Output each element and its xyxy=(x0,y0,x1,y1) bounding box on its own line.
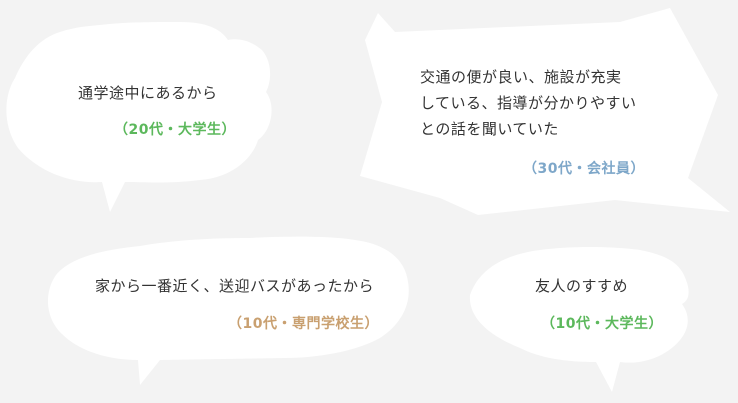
cloud-bubble-shape xyxy=(469,247,689,392)
pointed-bubble-shape xyxy=(360,8,730,215)
bubble-attribution: （30代・会社員） xyxy=(523,161,645,177)
bubble-attribution: （20代・大学生） xyxy=(114,122,236,138)
bubble-attribution: （10代・大学生） xyxy=(541,316,663,332)
bubble-attribution: （10代・専門学校生） xyxy=(228,316,379,332)
bubble-comment: 通学途中にあるから xyxy=(78,80,218,106)
bubble-comment-line: との話を聞いていた xyxy=(420,120,559,138)
bubble-comment-line: 交通の便が良い、施設が充実 xyxy=(420,68,622,86)
cloud-bubble-shape xyxy=(6,22,272,212)
bubble-comment-line: 通学途中にあるから xyxy=(78,84,218,102)
bubble-comment-line: している、指導が分かりやすい xyxy=(420,94,637,112)
bubble-comment-line: 家から一番近く、送迎バスがあったから xyxy=(95,277,375,295)
cloud-bubble-shape xyxy=(47,236,409,385)
bubble-comment: 交通の便が良い、施設が充実 している、指導が分かりやすい との話を聞いていた xyxy=(420,64,637,142)
bubble-comment-line: 友人のすすめ xyxy=(535,277,629,295)
bubble-comment: 友人のすすめ xyxy=(535,273,628,299)
bubble-comment: 家から一番近く、送迎バスがあったから xyxy=(95,273,374,299)
